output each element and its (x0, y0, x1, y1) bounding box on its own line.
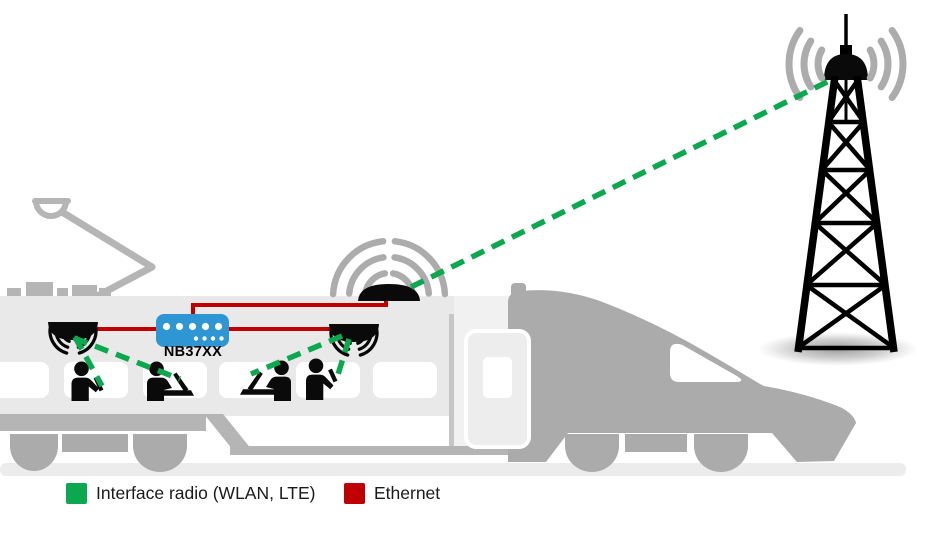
ground-shadow (0, 463, 906, 476)
radio-links (72, 77, 833, 388)
tablet-icon (328, 368, 338, 383)
router-icon (156, 314, 229, 347)
radio-link-ap2-passenger3 (249, 333, 344, 377)
roof-antenna-icon (329, 238, 449, 301)
laptop-icon (247, 371, 263, 391)
ethernet-legend-swatch (344, 483, 365, 504)
passenger-4-icon (306, 358, 338, 400)
ethernet-legend-label: Ethernet (374, 483, 441, 503)
windshield (670, 343, 742, 382)
radio-link-ap2-passenger4 (333, 338, 352, 382)
wheels (10, 434, 748, 472)
router-label: NB37XX (163, 344, 223, 360)
cell-tower-icon (785, 14, 907, 353)
tower-waves-icon (785, 27, 907, 101)
passenger-2-icon (147, 361, 194, 401)
radio-legend-label: Interface radio (WLAN, LTE) (96, 483, 316, 503)
radio-legend-swatch (66, 483, 87, 504)
laptop-icon (173, 372, 189, 392)
train-silhouette (0, 198, 856, 472)
legend-item-radio: Interface radio (WLAN, LTE) (66, 483, 315, 504)
radio-link-train-to-tower (409, 77, 833, 290)
radio-link-ap1-passenger2 (73, 335, 181, 382)
radio-link-ap1-passenger1 (72, 335, 105, 388)
legend-item-ethernet: Ethernet (344, 483, 440, 504)
